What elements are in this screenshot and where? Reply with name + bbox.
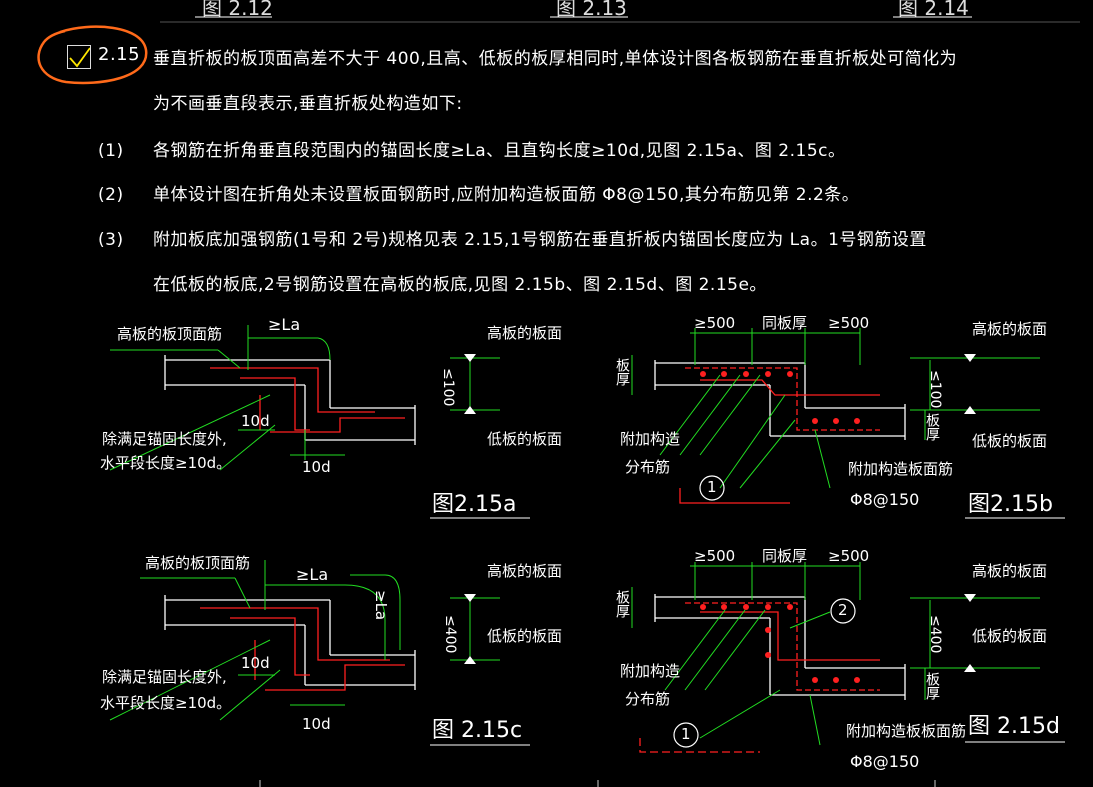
fig-c-la-h: ≥La (296, 565, 329, 584)
fig-d-dims (631, 562, 1040, 746)
fig-a-note-1: 除满足锚固长度外, (102, 430, 227, 448)
fig-b-caption: 图2.15b (968, 492, 1053, 517)
fig-d-500-right: ≥500 (828, 547, 870, 565)
fig-a-10d-a: 10d (241, 412, 270, 430)
fig-c-low-top: 低板的板面 (487, 627, 563, 645)
fig-b-same-thick: 同板厚 (762, 314, 808, 332)
fig-b-dims (631, 328, 1040, 489)
fig-ref-2-14: 图 2.14 (898, 0, 969, 20)
fig-b-thick-right: 板厚 (924, 413, 940, 441)
fig-c-10d-b: 10d (302, 715, 331, 733)
fig-a-caption: 图2.15a (432, 492, 517, 517)
fig-d-add-dist-2: 分布筋 (625, 690, 671, 708)
fig-b-spec: Φ8@150 (850, 490, 920, 509)
fig-b-add-top-bar: 附加构造板面筋 (848, 460, 954, 478)
fig-a-10d-b: 10d (302, 458, 331, 476)
fig-d-rebar (639, 602, 880, 753)
item-3-line-2: 在低板的板底,2号钢筋设置在高板的板底,见图 2.15b、图 2.15d、图 2… (153, 275, 767, 295)
fig-b-thick-left: 板厚 (614, 358, 630, 386)
fig-d-h400: ≤400 (927, 615, 943, 654)
fig-d-thick-right: 板厚 (924, 672, 940, 700)
check-mark (69, 47, 91, 68)
fig-b-circle-1: 1 (707, 478, 717, 496)
fig-d-add-dist-1: 附加构造 (620, 662, 681, 680)
fig-d-circle-2: 2 (838, 601, 848, 619)
fig-d-500-left: ≥500 (694, 547, 736, 565)
fig-b-h100: ≤100 (927, 370, 943, 409)
fig-c-high-top: 高板的板面 (487, 562, 563, 580)
fig-b-500-right: ≥500 (828, 314, 870, 332)
section-number: 2.15 (98, 44, 141, 65)
fig-b-low-top: 低板的板面 (972, 432, 1048, 450)
item-3: (3)附加板底加强钢筋(1号和 2号)规格见表 2.15,1号钢筋在垂直折板内锚… (98, 230, 927, 250)
fig-c-dims (109, 560, 500, 721)
fig-a-outline (164, 355, 416, 445)
fig-b-500-left: ≥500 (694, 314, 736, 332)
fig-b-rebar (679, 367, 880, 504)
fig-b-high-top: 高板的板面 (972, 320, 1048, 338)
fig-b-outline (654, 360, 906, 440)
fig-c-note-1: 除满足锚固长度外, (102, 668, 227, 686)
fig-b-add-dist-1: 附加构造 (620, 430, 681, 448)
fig-a-la: ≥La (268, 315, 301, 334)
item-1: (1)各钢筋在折角垂直段范围内的锚固长度≥La、且直钩长度≥10d,见图 2.1… (98, 141, 846, 161)
fig-ref-2-12: 图 2.12 (202, 0, 273, 20)
fig-c-rebar (200, 607, 405, 691)
fig-a-dims (109, 325, 500, 471)
fig-b-add-dist-2: 分布筋 (625, 458, 671, 476)
fig-d-spec: Φ8@150 (850, 752, 920, 771)
fig-a-high-top-bar: 高板的板顶面筋 (117, 325, 223, 343)
fig-d-low-top: 低板的板面 (972, 627, 1048, 645)
checkbox[interactable] (67, 45, 91, 69)
intro-line-2: 为不画垂直段表示,垂直折板处构造如下: (153, 94, 463, 114)
fig-c-10d-a: 10d (241, 654, 270, 672)
fig-ref-2-13: 图 2.13 (556, 0, 627, 20)
annotation-circle (37, 25, 148, 85)
fig-d-caption: 图 2.15d (968, 714, 1060, 739)
fig-c-caption: 图 2.15c (432, 718, 523, 743)
fig-c-la-v: ≥La (372, 590, 390, 621)
fig-a-rebar (210, 367, 405, 433)
fig-d-high-top: 高板的板面 (972, 562, 1048, 580)
fig-d-circle-1: 1 (681, 725, 691, 743)
fig-d-outline (654, 594, 906, 700)
fig-a-note-2: 水平段长度≥10d。 (100, 454, 232, 472)
fig-d-thick-left: 板厚 (614, 590, 630, 618)
fig-d-add-top-bar: 附加构造板板面筋 (846, 722, 967, 740)
fig-d-same-thick: 同板厚 (762, 547, 808, 565)
item-2: (2)单体设计图在折角处未设置板面钢筋时,应附加构造板面筋 Φ8@150,其分布… (98, 185, 860, 205)
fig-c-high-top-bar: 高板的板顶面筋 (145, 554, 251, 572)
fig-c-note-2: 水平段长度≥10d。 (100, 694, 232, 712)
fig-a-low-top: 低板的板面 (487, 430, 563, 448)
fig-a-high-top: 高板的板面 (487, 324, 563, 342)
intro-line-1: 垂直折板的板顶面高差不大于 400,且高、低板的板厚相同时,单体设计图各板钢筋在… (153, 49, 958, 69)
fig-c-h400: ≤400 (442, 615, 458, 654)
fig-a-h100: ≤100 (440, 368, 456, 407)
